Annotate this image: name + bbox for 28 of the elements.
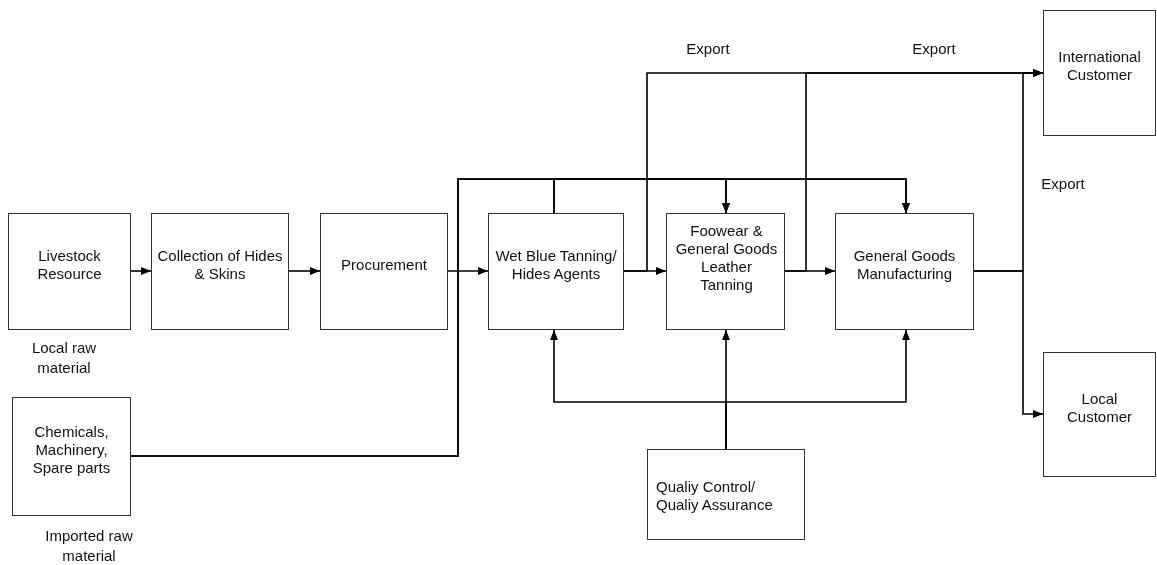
node-label: Local Customer (1066, 389, 1133, 426)
arrow (288, 267, 321, 275)
arrow (130, 267, 152, 275)
process-box (1043, 10, 1156, 136)
node-label: Procurement (341, 255, 427, 274)
node-label: Collection of Hides & Skins (156, 246, 284, 283)
node-label: Foowear & General Goods Leather Tanning (675, 222, 778, 294)
side-note: Imported raw material (44, 526, 134, 565)
process-box (151, 213, 289, 330)
node-label: Qualiy Control/ Qualiy Assurance (656, 478, 774, 514)
node-label: Chemicals, Machinery, Spare parts (31, 422, 112, 477)
node-label: Livestock Resource (36, 246, 103, 283)
process-box (488, 213, 624, 330)
process-box (8, 213, 131, 330)
node-label: General Goods Manufacturing (852, 246, 957, 283)
process-box (666, 213, 785, 330)
arrow (973, 270, 1044, 418)
node-label: Wet Blue Tanning/ Hides Agents (494, 246, 618, 283)
arrow (725, 329, 910, 450)
node-label: International Customer (1057, 48, 1142, 84)
process-box (835, 213, 974, 330)
arrow (553, 178, 910, 214)
process-box (1043, 352, 1156, 477)
arrow (447, 267, 489, 275)
process-box (320, 213, 448, 330)
process-box (647, 449, 805, 540)
side-note: Local raw material (30, 338, 98, 378)
process-box (12, 397, 131, 516)
